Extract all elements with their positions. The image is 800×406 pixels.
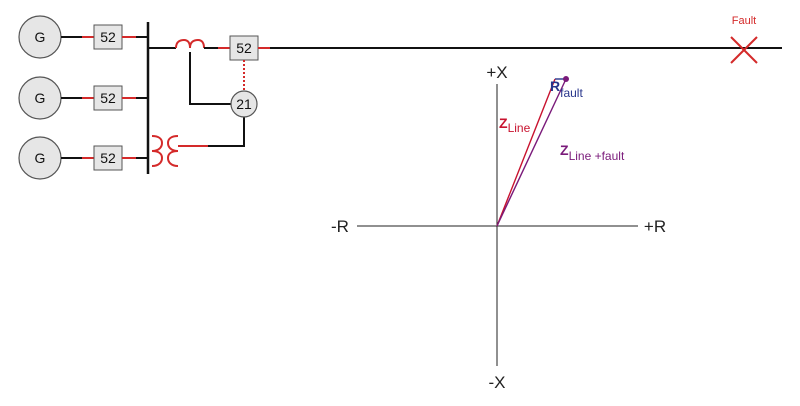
current-transformer-icon — [175, 38, 205, 49]
ct-secondary-wire — [189, 52, 233, 105]
fault-label: Fault — [732, 15, 756, 27]
axis-label-minus-x: -X — [489, 373, 506, 392]
z-line-vector — [496, 78, 556, 227]
generator-3: G 52 — [18, 136, 148, 180]
generator-2-breaker — [93, 85, 123, 111]
fault-marker: Fault — [730, 15, 758, 64]
axis-label-plus-x: +X — [486, 63, 507, 82]
generator-3-label: G — [35, 150, 46, 166]
rx-diagram: +X -X -R +R ZLine Rfault ZLine +fault — [331, 63, 666, 392]
z-total-label-sub: Line +fault — [569, 149, 625, 163]
r-fault-label-main: R — [550, 78, 560, 94]
r-fault-label-sub: fault — [560, 86, 583, 100]
generator-2-label: G — [35, 90, 46, 106]
z-total-vector — [496, 78, 567, 227]
voltage-transformer-icon — [151, 135, 179, 167]
z-line-label-main: Z — [499, 115, 508, 131]
vt-secondary-wire — [208, 117, 245, 147]
generator-3-breaker-label: 52 — [100, 150, 116, 166]
line-breaker — [229, 35, 259, 61]
line-breaker-label: 52 — [236, 40, 252, 56]
fault-impedance-point — [563, 76, 569, 82]
distance-relay — [230, 90, 258, 118]
generator-3-breaker — [93, 145, 123, 171]
r-fault-label: Rfault — [550, 78, 583, 100]
generator-1-breaker-label: 52 — [100, 29, 116, 45]
z-line-label: ZLine — [499, 115, 531, 135]
single-line-diagram: G 52 G 52 G 52 — [18, 15, 782, 180]
axis-label-plus-r: +R — [644, 217, 666, 236]
generator-2: G 52 — [18, 76, 148, 120]
generator-1: G 52 — [18, 15, 148, 59]
generator-2-breaker-label: 52 — [100, 90, 116, 106]
distance-relay-label: 21 — [236, 96, 252, 112]
z-total-label: ZLine +fault — [560, 142, 625, 163]
z-line-label-sub: Line — [508, 121, 531, 135]
axis-label-minus-r: -R — [331, 217, 349, 236]
fault-cross-b — [730, 36, 758, 64]
z-total-label-main: Z — [560, 142, 569, 158]
generator-1-label: G — [35, 29, 46, 45]
